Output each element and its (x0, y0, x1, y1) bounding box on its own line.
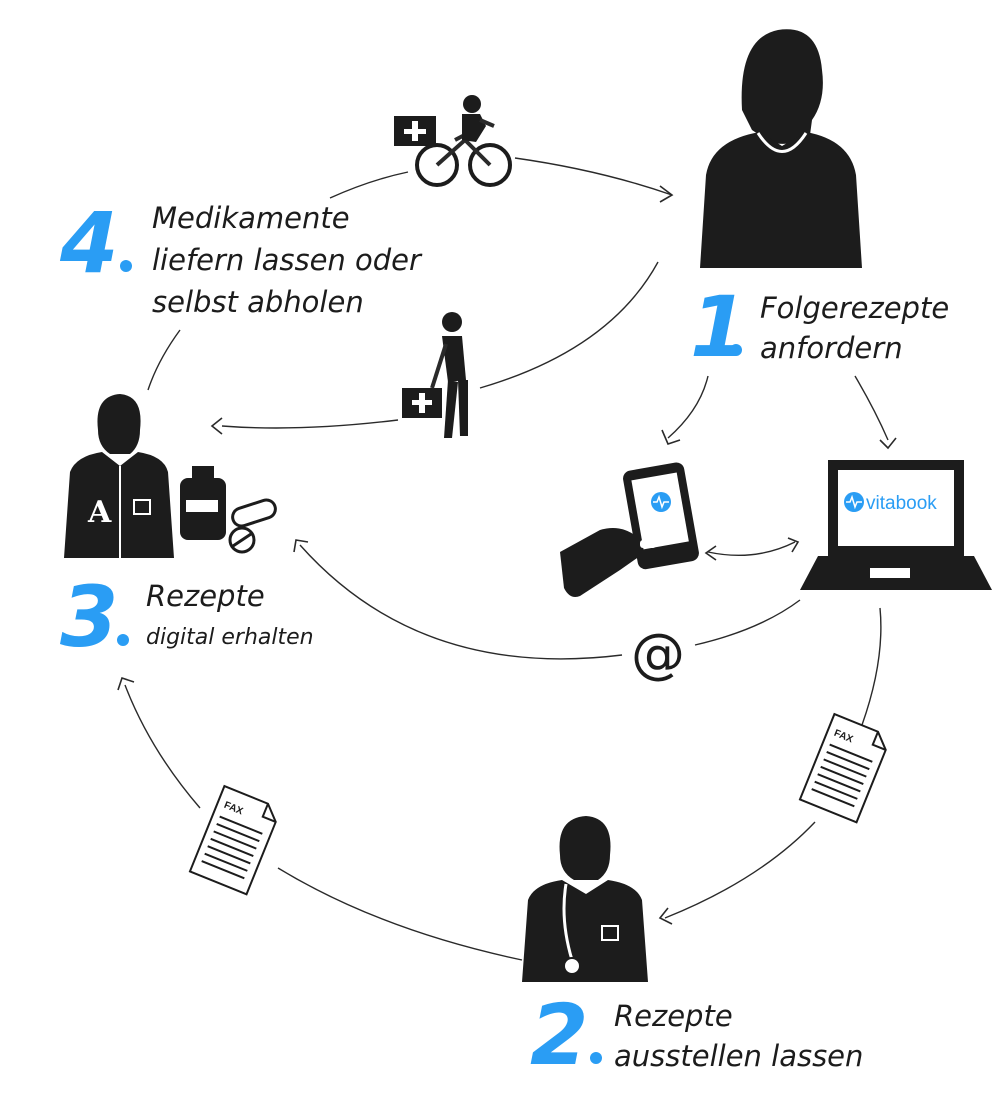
step-3-label: Rezepte digital erhalten (146, 579, 314, 650)
connector-fax-to-step3 (124, 684, 201, 809)
pharmacy-logo: A (87, 495, 112, 530)
fax-document-icon-bottom: FAX (188, 784, 277, 896)
at-sign-icon: @ (631, 622, 685, 685)
connector-lines (117, 157, 897, 961)
arrow-into-step3 (117, 676, 135, 691)
pills-icon (228, 498, 277, 554)
arrow-into-pharmacist-email (293, 539, 309, 553)
doctor-icon (522, 816, 648, 982)
laptop-icon (800, 460, 992, 590)
step-4-dot (120, 260, 132, 272)
fax-document-icon: FAX (798, 712, 887, 824)
arrow-into-patient (659, 185, 674, 203)
connector-patient-to-walker (479, 261, 659, 389)
step-2-dot (590, 1052, 602, 1064)
arrow-into-pharmacist-top (210, 417, 223, 435)
connector-laptop-to-fax (861, 607, 882, 726)
step-4-label: Medikamente liefern lassen oder selbst a… (152, 201, 430, 319)
connector-step4-to-pharmacist (147, 329, 181, 391)
arrow-phone-end (704, 545, 717, 561)
walking-person-icon (402, 312, 468, 438)
bicycle-courier-icon (394, 95, 512, 187)
patient-icon (700, 29, 862, 268)
arrow-into-phone (661, 429, 681, 445)
step-1-label: Folgerezepte anfordern (760, 291, 958, 365)
medicine-bottle-icon (180, 466, 226, 540)
step-2-number: 2 (530, 986, 588, 1084)
arrow-laptop-end (787, 537, 800, 553)
connector-email-to-pharmacist (299, 544, 623, 660)
connector-walker-to-pharmacist (221, 419, 399, 429)
step-1-number: 1 (690, 278, 748, 376)
connector-doctor-to-fax (277, 867, 523, 961)
connector-laptop-to-email (694, 599, 801, 646)
laptop-brand: vitabook (866, 493, 937, 514)
arrow-into-doctor (658, 907, 673, 925)
step-3-dot (117, 634, 129, 646)
connector-bike-to-patient (514, 157, 673, 196)
step-3-number: 3 (60, 568, 118, 666)
smartphone-icon (560, 462, 699, 597)
step-1-dot (730, 344, 742, 356)
connector-step1-to-phone (667, 375, 709, 439)
step-2-label: Rezepte ausstellen lassen (614, 999, 863, 1073)
pharmacist-icon (64, 394, 174, 558)
connector-fax-to-doctor (664, 821, 816, 919)
arrow-into-laptop (879, 437, 897, 450)
connector-bike-to-step4 (329, 171, 409, 199)
connector-step1-to-laptop (854, 375, 889, 441)
connector-phone-laptop (707, 541, 796, 556)
step-4-number: 4 (59, 194, 118, 292)
